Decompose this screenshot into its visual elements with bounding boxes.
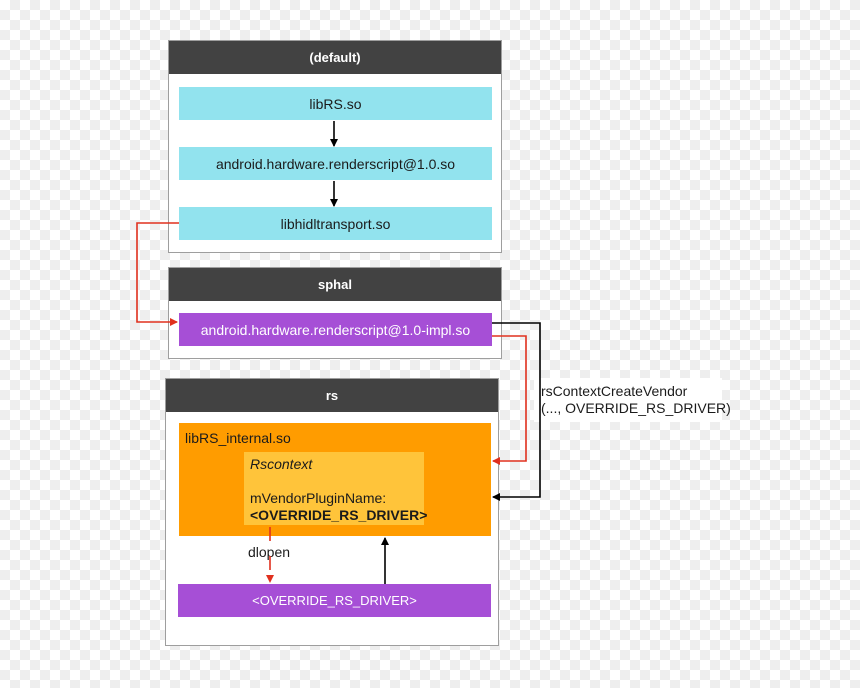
create-vendor-callout: rsContextCreateVendor (..., OVERRIDE_RS_… <box>534 378 731 422</box>
vendor-plugin-name-label: mVendorPluginName: <box>250 490 387 506</box>
rscontext-title: Rscontext <box>250 456 313 472</box>
override-driver-module: <OVERRIDE_RS_DRIVER> <box>178 584 491 617</box>
rscontext-box: Rscontext mVendorPluginName: <OVERRIDE_R… <box>244 452 428 525</box>
hal-module: android.hardware.renderscript@1.0.so <box>179 147 492 180</box>
dlopen-label: dlopen <box>248 544 291 560</box>
default-group-header: (default) <box>169 41 501 74</box>
vendor-plugin-name-value: <OVERRIDE_RS_DRIVER> <box>250 507 428 523</box>
arrow-impl-to-rscontext-red <box>492 335 527 465</box>
sphal-group-header: sphal <box>169 268 501 301</box>
librs-internal-label: libRS_internal.so <box>185 430 291 446</box>
hidl-transport-module: libhidltransport.so <box>179 207 492 240</box>
librs-module: libRS.so <box>179 87 492 120</box>
rs-group-header: rs <box>166 379 498 412</box>
hal-impl-module: android.hardware.renderscript@1.0-impl.s… <box>179 313 492 346</box>
create-vendor-line2: (..., OVERRIDE_RS_DRIVER) <box>541 400 731 416</box>
arrow-hidl-to-impl <box>136 222 179 326</box>
arrow-impl-to-librs-internal-black <box>492 322 541 501</box>
create-vendor-line1: rsContextCreateVendor <box>541 383 688 399</box>
